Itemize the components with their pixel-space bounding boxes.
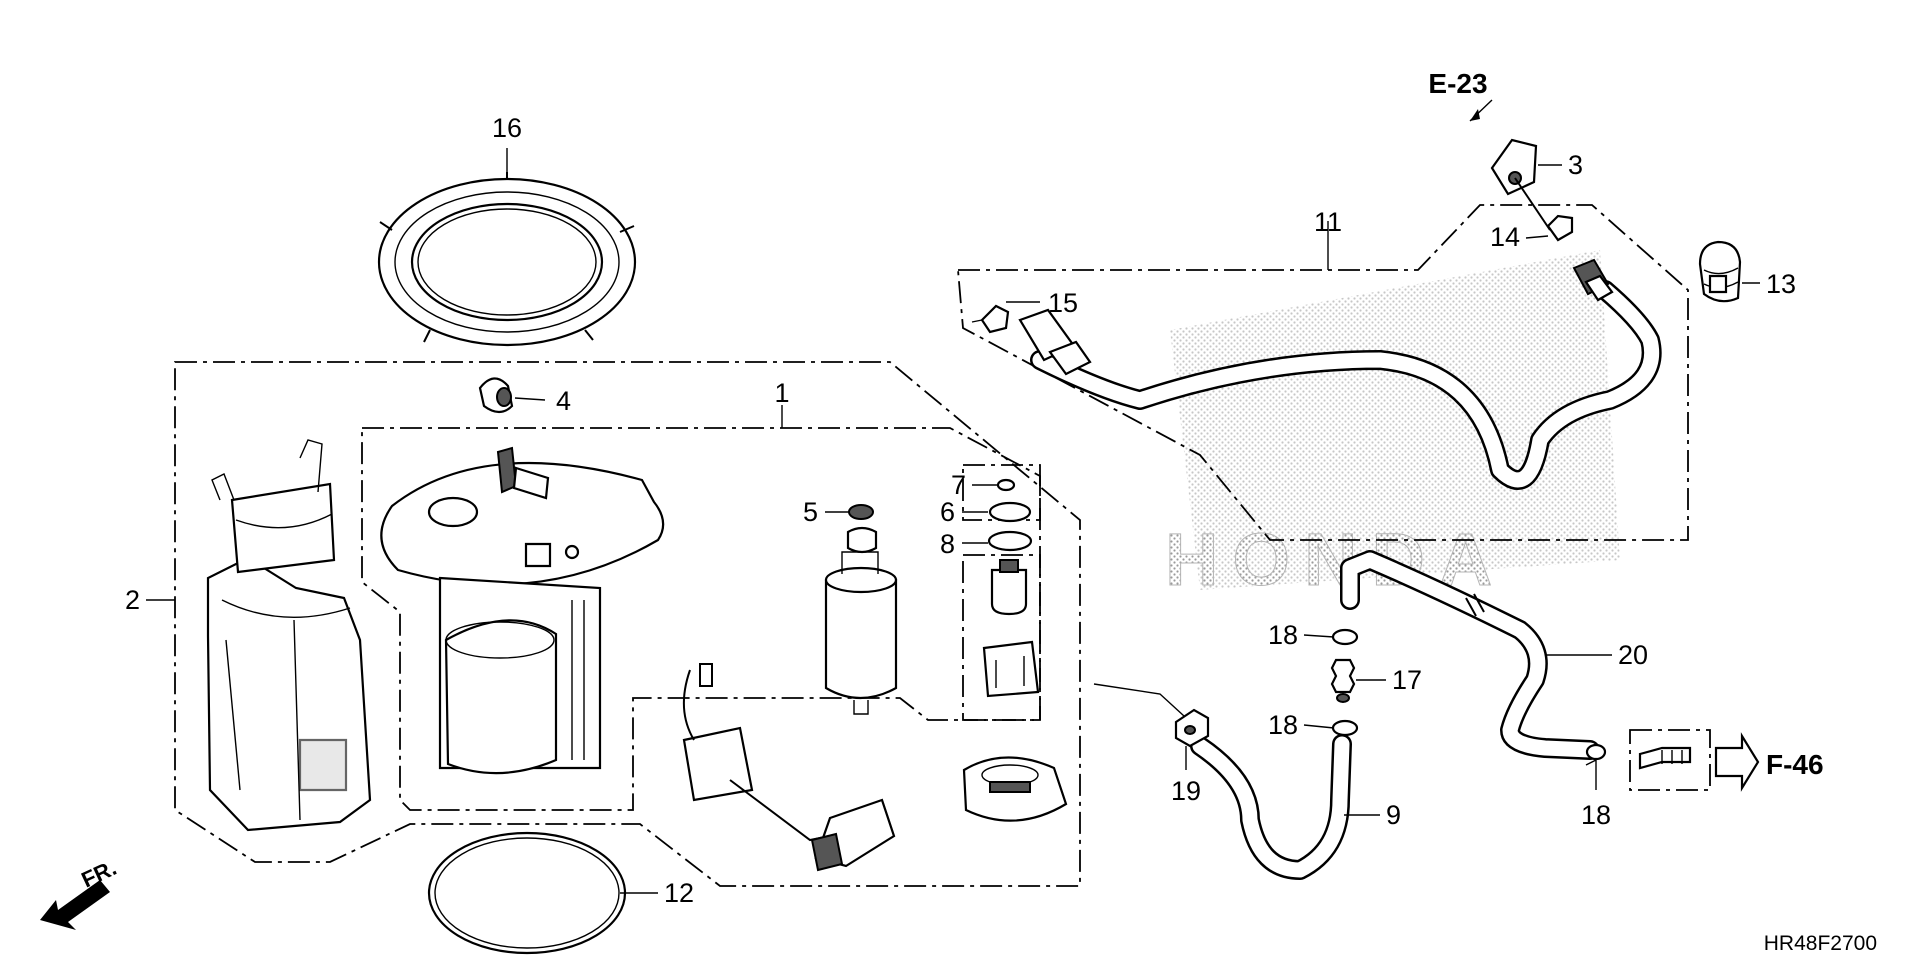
label-20: 20 xyxy=(1618,640,1648,670)
part-17-connector xyxy=(1330,658,1356,703)
part-1-fuel-pump-module xyxy=(380,446,665,775)
fuel-pump-motor xyxy=(824,551,898,715)
label-18-lower: 18 xyxy=(1268,710,1298,740)
part-4-grommet xyxy=(478,377,514,414)
part-20-vent-tube xyxy=(1340,550,1600,760)
seal-parts xyxy=(846,478,1033,554)
label-1: 1 xyxy=(774,378,789,408)
part-15-clip xyxy=(971,304,1010,334)
label-6: 6 xyxy=(940,497,955,527)
label-2: 2 xyxy=(125,585,140,615)
group-outlines xyxy=(174,204,1711,887)
label-19: 19 xyxy=(1171,776,1201,806)
label-3: 3 xyxy=(1568,150,1583,180)
label-12: 12 xyxy=(664,878,694,908)
label-5: 5 xyxy=(803,497,818,527)
label-8: 8 xyxy=(940,529,955,559)
part-14-clip xyxy=(1546,214,1574,242)
label-7: 7 xyxy=(951,470,966,500)
part-11-fuel-feed-hose xyxy=(1018,258,1662,490)
pressure-regulator xyxy=(982,559,1040,698)
part-18-clamps xyxy=(1331,628,1607,761)
label-15: 15 xyxy=(1048,288,1078,318)
front-arrow xyxy=(40,880,110,930)
label-16: 16 xyxy=(492,113,522,143)
filter-cap xyxy=(962,756,1068,822)
part-9-tube xyxy=(1190,734,1352,880)
part-12-gasket xyxy=(427,831,627,955)
f46-arrow xyxy=(1714,732,1760,792)
label-18-right: 18 xyxy=(1581,800,1611,830)
part-2-reservoir-cup xyxy=(206,439,372,832)
part-19-clip xyxy=(1174,708,1210,748)
part-13-grommet xyxy=(1698,240,1742,303)
part-number-labels: 16 4 1 2 5 7 6 8 3 11 14 15 13 18 17 18 … xyxy=(125,113,1796,908)
fuel-level-sender xyxy=(682,663,896,872)
label-9: 9 xyxy=(1386,800,1401,830)
diagram-code: HR48F2700 xyxy=(1764,932,1877,955)
label-14: 14 xyxy=(1490,222,1520,252)
label-18-upper: 18 xyxy=(1268,620,1298,650)
label-17: 17 xyxy=(1392,665,1422,695)
label-11: 11 xyxy=(1314,207,1342,237)
label-13: 13 xyxy=(1766,269,1796,299)
label-4: 4 xyxy=(556,386,571,416)
part-16-lock-ring xyxy=(377,172,637,347)
ref-f46: F-46 xyxy=(1766,749,1824,780)
part-3-bracket xyxy=(1490,138,1551,231)
ref-e23: E-23 xyxy=(1428,68,1487,99)
front-marker-label: FR. xyxy=(78,855,121,893)
f46-fitting xyxy=(1638,746,1692,770)
leader-lines xyxy=(146,99,1760,894)
